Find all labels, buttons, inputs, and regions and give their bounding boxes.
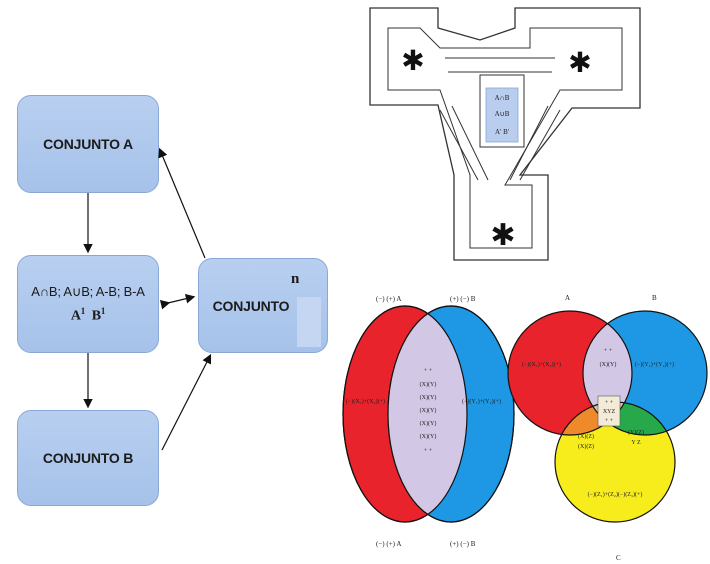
venn2-diagram: [342, 305, 515, 523]
venn3-label-a: A: [565, 294, 570, 302]
venn2-left-region: (−)(X₁)+(X₂)(+): [346, 398, 385, 405]
maze-label-3: A' B': [495, 128, 509, 136]
venn2-center-line: + +: [424, 448, 433, 454]
maze-diagram: [369, 7, 641, 261]
venn2-center-line: + +: [424, 368, 433, 374]
maze-label-2: A∪B: [495, 110, 510, 118]
venn2-center-line: (X)(Y): [420, 394, 437, 401]
venn2-intersection: [388, 306, 467, 522]
venn3-bc-line: (Y)(Z): [628, 429, 644, 436]
complement-a: A: [70, 308, 81, 324]
venn3-b-region: (−)(Y₁)+(Y₂)(+): [635, 361, 674, 368]
maze-marker-right: ✱: [568, 46, 591, 79]
venn3-a-region: (−)(X₁)+(X₂)(+): [522, 361, 561, 368]
complement-b: B: [91, 308, 101, 324]
set-a-box: CONJUNTO A: [17, 95, 159, 193]
set-n-box: CONJUNTO n: [198, 258, 328, 353]
venn3-ab-line: (X)(Y): [600, 361, 617, 368]
venn3-abc-line: XYZ: [603, 409, 616, 415]
venn3-c-region: (−)(Z₁)+(Z₂)(−)(Z₃)(+): [588, 491, 643, 498]
venn3-abc-line: + +: [605, 418, 614, 424]
maze-marker-bottom: ✱: [490, 218, 515, 253]
set-n-superscript: n: [291, 271, 300, 287]
venn3-label-b: B: [652, 294, 657, 302]
venn3-diagram: [507, 310, 708, 523]
complements-label: A1 B1: [70, 305, 106, 325]
set-n-highlight: [297, 297, 321, 347]
set-b-label: CONJUNTO B: [42, 450, 134, 466]
set-b-box: CONJUNTO B: [17, 410, 159, 506]
venn3-bc-line: Y Z: [631, 440, 641, 446]
maze-label-1: A∩B: [495, 94, 510, 102]
arrow-ops-n-bidirectional: [159, 294, 196, 310]
set-n-label: CONJUNTO: [212, 297, 290, 314]
set-a-label: CONJUNTO A: [43, 136, 133, 152]
venn3-label-c: C: [616, 554, 621, 562]
venn2-top-left-label: (−) (+) A: [376, 295, 401, 303]
venn3-abc-line: + +: [605, 400, 614, 406]
arrow-b-to-n: [161, 353, 212, 451]
venn2-center-line: (X)(Y): [420, 407, 437, 414]
venn3-ac: [555, 402, 632, 435]
arrow-n-to-a: [158, 147, 206, 259]
venn2-bottom-right-label: (+) (−) B: [450, 540, 476, 548]
venn3-ac-line: (X)(Z): [578, 433, 594, 440]
venn2-center-line: (X)(Y): [420, 433, 437, 440]
flow-arrows: [83, 147, 212, 451]
maze-inner-path: [387, 27, 623, 249]
venn2-center-labels: + + (X)(Y) (X)(Y) (X)(Y) (X)(Y) (X)(Y) +…: [420, 368, 437, 454]
venn2-center-line: (X)(Y): [420, 381, 437, 388]
venn3-ac-line: (X)(Z): [578, 443, 594, 450]
operations-box: A∩B; A∪B; A-B; B-A A1 B1: [17, 255, 159, 353]
operations-label: A∩B; A∪B; A-B; B-A: [31, 283, 145, 299]
venn2-bottom-left-label: (−) (+) A: [376, 540, 401, 548]
maze-center-box: [485, 87, 519, 143]
venn2-center-line: (X)(Y): [420, 420, 437, 427]
maze-marker-left: ✱: [401, 44, 424, 77]
venn2-right-region: (−)(Y₁)+(Y₂)(+): [462, 398, 501, 405]
complement-a-mark: 1: [80, 305, 86, 316]
venn2-top-right-label: (+) (−) B: [450, 295, 476, 303]
complement-b-mark: 1: [100, 305, 106, 316]
venn3-ab-line: + +: [604, 348, 613, 354]
